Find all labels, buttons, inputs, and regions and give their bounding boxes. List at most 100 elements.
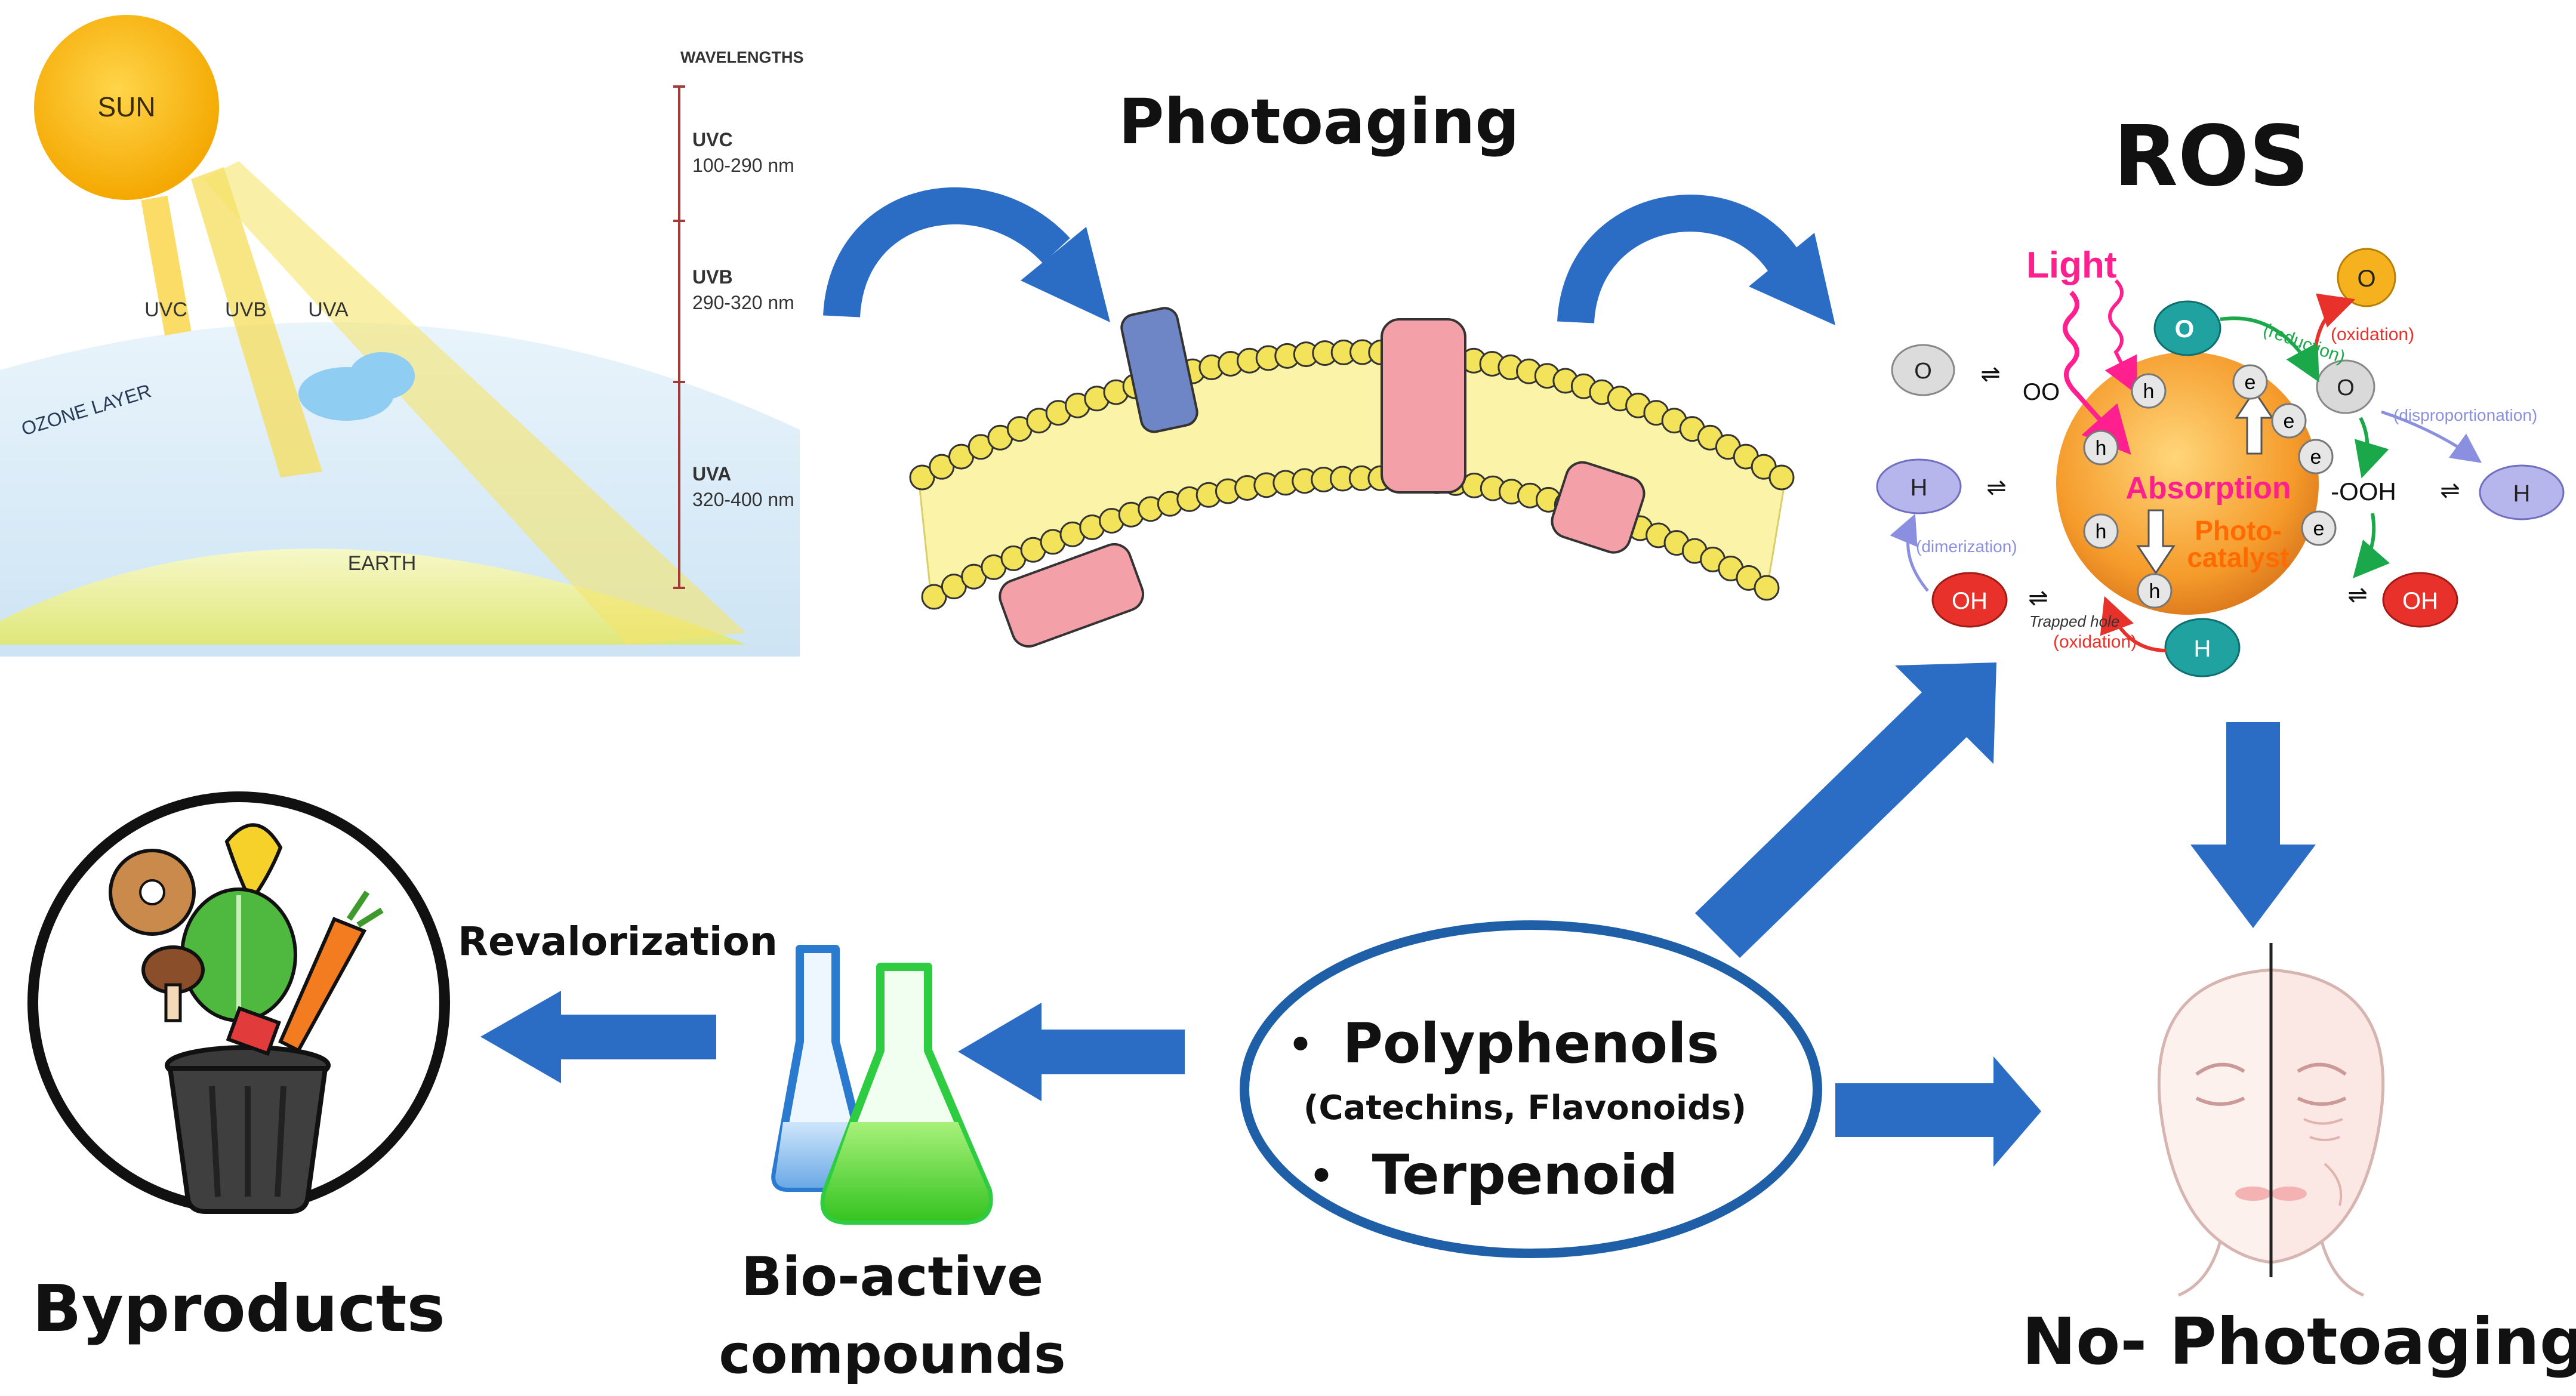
arrow-to-face xyxy=(1835,1056,2041,1167)
arrow-ros-down xyxy=(2190,722,2316,928)
polyphenols-label: Polyphenols xyxy=(1343,1012,1720,1075)
uva-ray xyxy=(203,161,746,645)
no-photoaging-title: No- Photoaging xyxy=(2022,1305,2576,1379)
h2o2-node-left: H xyxy=(1876,458,1962,514)
superoxide-node-left: O xyxy=(1891,344,1955,396)
hole-label: h xyxy=(2096,520,2107,543)
h2o-text: H xyxy=(2194,636,2211,662)
reduction-arrow xyxy=(2220,316,2319,383)
ros-title: ROS xyxy=(2113,108,2309,205)
band-uva-name: UVA xyxy=(692,463,731,485)
wavelengths-label: WAVELENGTHS xyxy=(680,48,804,66)
protein-pink-right xyxy=(1551,461,1646,554)
revalorization-label: Revalorization xyxy=(458,919,778,964)
bullet-2: • xyxy=(1313,1148,1330,1201)
cell-membrane xyxy=(909,307,1795,648)
hole-label: h xyxy=(2096,437,2107,460)
ooh-group: -OOH xyxy=(2331,477,2396,506)
band-uvc-name: UVC xyxy=(692,129,733,150)
electron-badge xyxy=(2301,510,2337,546)
trapped-hole-label: Trapped hole xyxy=(2029,612,2119,630)
oh-node-right: OH xyxy=(2382,572,2458,628)
uvc-ray-label: UVC xyxy=(144,298,187,321)
green-arrow-2 xyxy=(2355,417,2389,479)
lipid-head xyxy=(1768,464,1795,491)
compounds-box: • Polyphenols (Catechins, Flavonoids) • … xyxy=(1240,920,1822,1258)
byproducts-icon xyxy=(27,791,450,1214)
electron-label: e xyxy=(2310,446,2322,469)
equilibrium-5: ⇌ xyxy=(2347,582,2368,608)
oh-text: OH xyxy=(2402,588,2438,614)
bioactive-label-1: Bio-active xyxy=(741,1246,1043,1308)
arrow-to-bioactive xyxy=(958,1003,1185,1101)
absorption-label: Absorption xyxy=(2125,471,2291,506)
oo-group: OO xyxy=(2023,379,2060,405)
superoxide-text: O xyxy=(2337,375,2355,400)
band-uvb-name: UVB xyxy=(692,266,733,288)
oxidation-label-top: (oxidation) xyxy=(2331,325,2414,344)
hole-label: h xyxy=(2143,380,2155,403)
electron-badge xyxy=(2271,403,2307,439)
arrow-diag-up xyxy=(1695,662,1996,958)
electron-label: e xyxy=(2313,517,2325,540)
ros-diagram: Light Absorption Photo- catalyst e e e e… xyxy=(1876,245,2565,677)
uvc-ray xyxy=(141,195,192,336)
hole-badge xyxy=(2137,573,2173,609)
sun-icon xyxy=(34,15,219,200)
equilibrium-3: ⇌ xyxy=(2440,477,2460,504)
earth-label: EARTH xyxy=(348,552,417,575)
compounds-ellipse xyxy=(1240,920,1822,1258)
protein-blue xyxy=(1120,307,1198,433)
superoxide-node-right: O xyxy=(2316,359,2375,414)
electron-badge xyxy=(2232,364,2268,400)
hole-badge xyxy=(2083,430,2119,466)
curved-arrow-right xyxy=(1557,195,1835,325)
arrow-to-byproducts xyxy=(480,991,716,1083)
light-wave-1 xyxy=(2063,291,2131,455)
uva-ray-label: UVA xyxy=(308,298,349,321)
face-illustration xyxy=(2157,943,2385,1297)
hole-badge xyxy=(2131,373,2167,409)
hole-label: h xyxy=(2149,580,2161,603)
oh-node-left: OH xyxy=(1931,572,2008,628)
light-label: Light xyxy=(2026,245,2117,286)
singlet-o2-node: O xyxy=(2337,248,2396,307)
o2-node: O xyxy=(2153,300,2221,356)
disproportionation-arrow xyxy=(2381,410,2482,463)
uvb-ray xyxy=(191,167,322,477)
photoaging-title: Photoaging xyxy=(1118,85,1520,158)
h2o-node: H xyxy=(2164,618,2241,677)
disproportionation-label: (disproportionation) xyxy=(2393,406,2537,424)
cloud-puff xyxy=(349,352,415,400)
electron-badge xyxy=(2298,439,2334,474)
band-uvb-range: 290-320 nm xyxy=(692,292,794,313)
h2o2-node-right: H xyxy=(2479,464,2565,520)
curved-arrow-left xyxy=(823,187,1110,322)
light-wave-2 xyxy=(2104,279,2137,395)
equilibrium-1: ⇌ xyxy=(1980,361,2001,387)
byproducts-title: Byproducts xyxy=(32,1272,445,1346)
oxidation-label-bottom: (oxidation) xyxy=(2053,632,2137,652)
earth-surface xyxy=(0,548,746,645)
superoxide-text: O xyxy=(1914,359,1932,384)
singlet-o2-text: O xyxy=(2357,266,2375,292)
green-arrow-3 xyxy=(2353,513,2390,579)
terpenoid-label: Terpenoid xyxy=(1372,1143,1678,1207)
lipid-head xyxy=(921,584,947,610)
electron-label: e xyxy=(2245,371,2256,394)
protein-pink-left xyxy=(999,543,1145,648)
polyphenols-sub-label: (Catechins, Flavonoids) xyxy=(1304,1089,1746,1127)
sun-label: SUN xyxy=(97,91,155,122)
recombination-arrow xyxy=(2136,509,2176,575)
oh-text: OH xyxy=(1952,588,1988,614)
bioactive-label-2: compounds xyxy=(719,1323,1065,1386)
bullet-1: • xyxy=(1292,1016,1309,1070)
lipid-head xyxy=(909,464,935,491)
equilibrium-2: ⇌ xyxy=(1986,474,2007,501)
oxidation-arrow-top xyxy=(2314,293,2356,347)
h2o2-text: H xyxy=(2513,480,2531,507)
uv-panel: SUN UVC UVB UVA OZONE LAYER EARTH WAVELE… xyxy=(0,15,804,657)
lipid-heads xyxy=(909,339,1795,610)
electron-label: e xyxy=(2284,410,2295,433)
